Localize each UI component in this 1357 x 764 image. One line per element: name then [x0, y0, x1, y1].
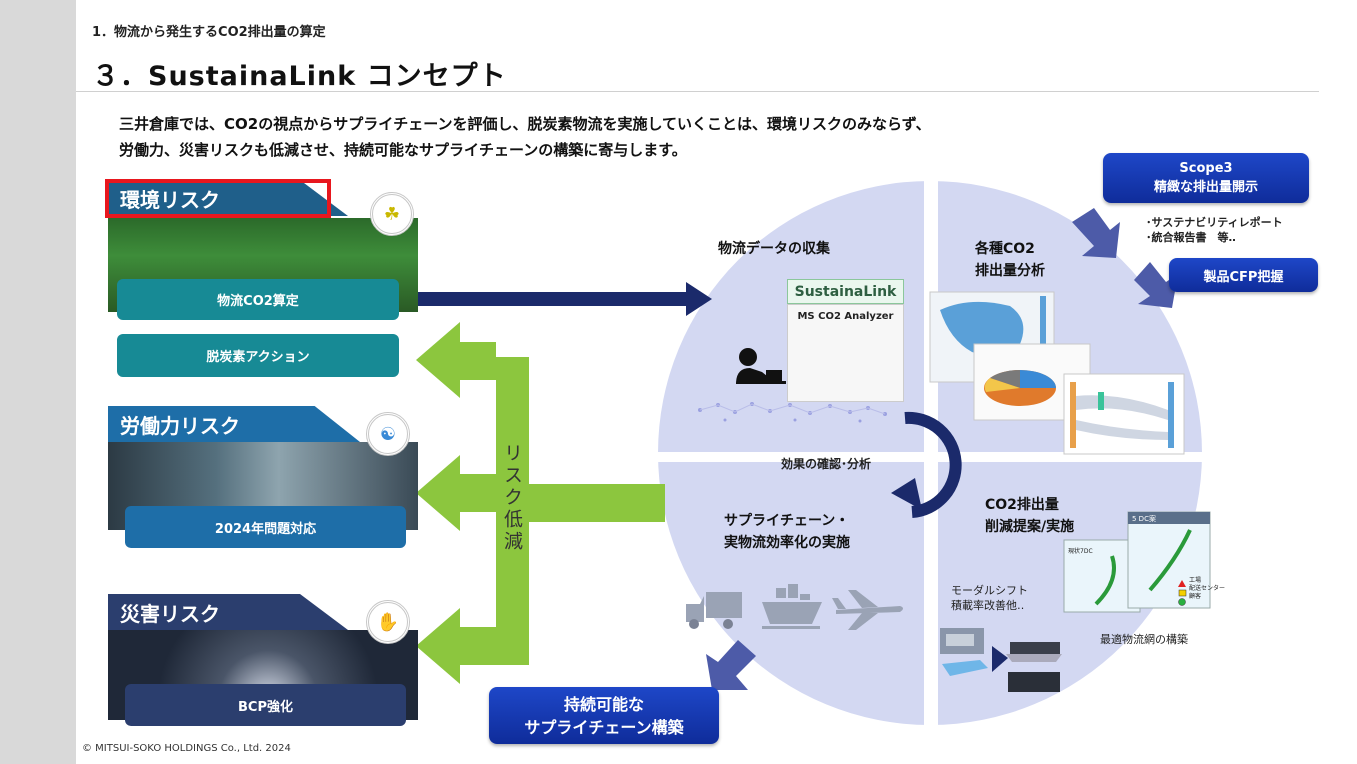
modal-shift-line-2: 積載率改善他‥	[951, 599, 1025, 612]
network-maps	[1063, 511, 1211, 613]
scope3-line-2: 精緻な排出量開示	[1153, 180, 1258, 195]
network-map-small-title: 現状7DC	[1068, 548, 1093, 555]
ship-icon	[762, 584, 822, 629]
sustainable-arrow	[706, 640, 756, 690]
supply-chain-line-1: サプライチェーン・	[724, 513, 850, 529]
sustainable-line-2: サプライチェーン構築	[524, 717, 684, 737]
labor-risk-title: 労働力リスク	[120, 414, 240, 438]
decarbonization-label: 脱炭素アクション	[206, 350, 310, 365]
legend-factory: 工場	[1189, 577, 1202, 584]
labor-risk-title-bar: 労働力リスク	[108, 406, 360, 442]
network-map-title: 5 DC案	[1132, 515, 1156, 523]
co2-analysis-line-1: 各種CO2	[975, 241, 1035, 257]
cycle-arrow-icon	[891, 411, 962, 518]
data-flow-arrow-shaft	[416, 292, 688, 306]
environment-risk-title: 環境リスク	[120, 188, 220, 212]
risk-reduction-arrows	[416, 322, 665, 684]
co2-reduction-line-1: CO2排出量	[985, 497, 1059, 513]
product-cfp-label: 製品CFP把握	[1203, 269, 1284, 285]
intro-line-2: 労働力、災害リスクも低減させ、持続可能なサプライチェーンの構築に寄与します。	[119, 141, 687, 159]
left-margin-strip	[0, 0, 76, 764]
modal-shift-line-1: モーダルシフト	[951, 584, 1028, 597]
co2-analysis-label: 各種CO2 排出量分析	[975, 238, 1045, 282]
modal-shift-graphics	[940, 628, 1062, 692]
legend-dc: 配送センター	[1189, 585, 1226, 592]
worker-icon: ☯	[366, 412, 410, 456]
modal-shift-caption: モーダルシフト 積載率改善他‥	[951, 583, 1028, 613]
report-item-2: ･統合報告書 等‥	[1146, 231, 1236, 244]
network-legend: 工場 配送センター 顧客	[1189, 577, 1225, 601]
environment-risk-title-bar: 環境リスク	[108, 180, 348, 216]
title-divider	[76, 91, 1319, 92]
copyright-footer: © MITSUI-SOKO HOLDINGS Co., Ltd. 2024	[82, 743, 291, 754]
data-flow-arrow-head	[686, 282, 712, 316]
analysis-graphics	[929, 291, 1185, 455]
hands-icon: ✋	[366, 600, 410, 644]
year-2024-issue-label: 2024年問題対応	[214, 521, 317, 537]
bcp-label: BCP強化	[238, 699, 293, 715]
network-dots	[698, 402, 887, 423]
product-cfp-button[interactable]: 製品CFP把握	[1169, 258, 1318, 292]
ms-co2-analyzer-panel: MS CO2 Analyzer	[787, 304, 904, 402]
supply-chain-line-2: 実物流効率化の実施	[724, 535, 850, 551]
sustainable-line-1: 持続可能な	[563, 694, 644, 714]
risk-reduction-label: リスク低減	[501, 443, 523, 553]
disaster-risk-title-bar: 災害リスク	[108, 594, 348, 630]
airplane-icon	[832, 590, 903, 630]
effect-review-label: 効果の確認･分析	[781, 457, 872, 471]
logistics-co2-calculation-button[interactable]: 物流CO2算定	[117, 279, 399, 320]
network-caption: 最適物流網の構築	[1100, 633, 1188, 646]
disaster-risk-title: 災害リスク	[120, 602, 220, 626]
logistics-co2-label: 物流CO2算定	[217, 294, 299, 309]
co2-analysis-line-2: 排出量分析	[975, 263, 1045, 279]
legend-customer: 顧客	[1189, 593, 1202, 600]
co2-reduction-line-2: 削減提案/実施	[985, 519, 1075, 535]
scope3-arrow	[1072, 208, 1120, 258]
report-list: ･サステナビリティレポート ･統合報告書 等‥	[1146, 215, 1283, 245]
leaf-icon: ☘	[370, 192, 414, 236]
cfp-arrow	[1134, 262, 1178, 308]
page-title: ３．SustainaLink コンセプト	[92, 61, 507, 92]
year-2024-issue-button[interactable]: 2024年問題対応	[125, 506, 406, 548]
intro-line-1: 三井倉庫では、CO2の視点からサプライチェーンを評価し、脱炭素物流を実施していく…	[119, 115, 931, 133]
scope3-button[interactable]: Scope3 精緻な排出量開示	[1103, 153, 1309, 203]
co2-reduction-label: CO2排出量 削減提案/実施	[985, 494, 1074, 538]
bcp-button[interactable]: BCP強化	[125, 684, 406, 726]
truck-icon	[686, 592, 742, 629]
breadcrumb: 1．物流から発生するCO2排出量の算定	[92, 25, 326, 40]
ms-co2-analyzer-label: MS CO2 Analyzer	[797, 311, 894, 322]
environment-risk-highlight	[105, 179, 331, 218]
supply-chain-label: サプライチェーン・ 実物流効率化の実施	[724, 510, 850, 554]
report-item-1: ･サステナビリティレポート	[1146, 216, 1283, 229]
sustainalink-logo: SustainaLink	[787, 279, 904, 304]
scope3-line-1: Scope3	[1179, 161, 1233, 176]
intro-text: 三井倉庫では、CO2の視点からサプライチェーンを評価し、脱炭素物流を実施していく…	[119, 111, 931, 163]
sustainable-supply-chain-button[interactable]: 持続可能な サプライチェーン構築	[489, 687, 719, 744]
person-at-computer-icon	[736, 348, 786, 384]
decarbonization-action-button[interactable]: 脱炭素アクション	[117, 334, 399, 377]
data-collection-label: 物流データの収集	[718, 241, 830, 257]
